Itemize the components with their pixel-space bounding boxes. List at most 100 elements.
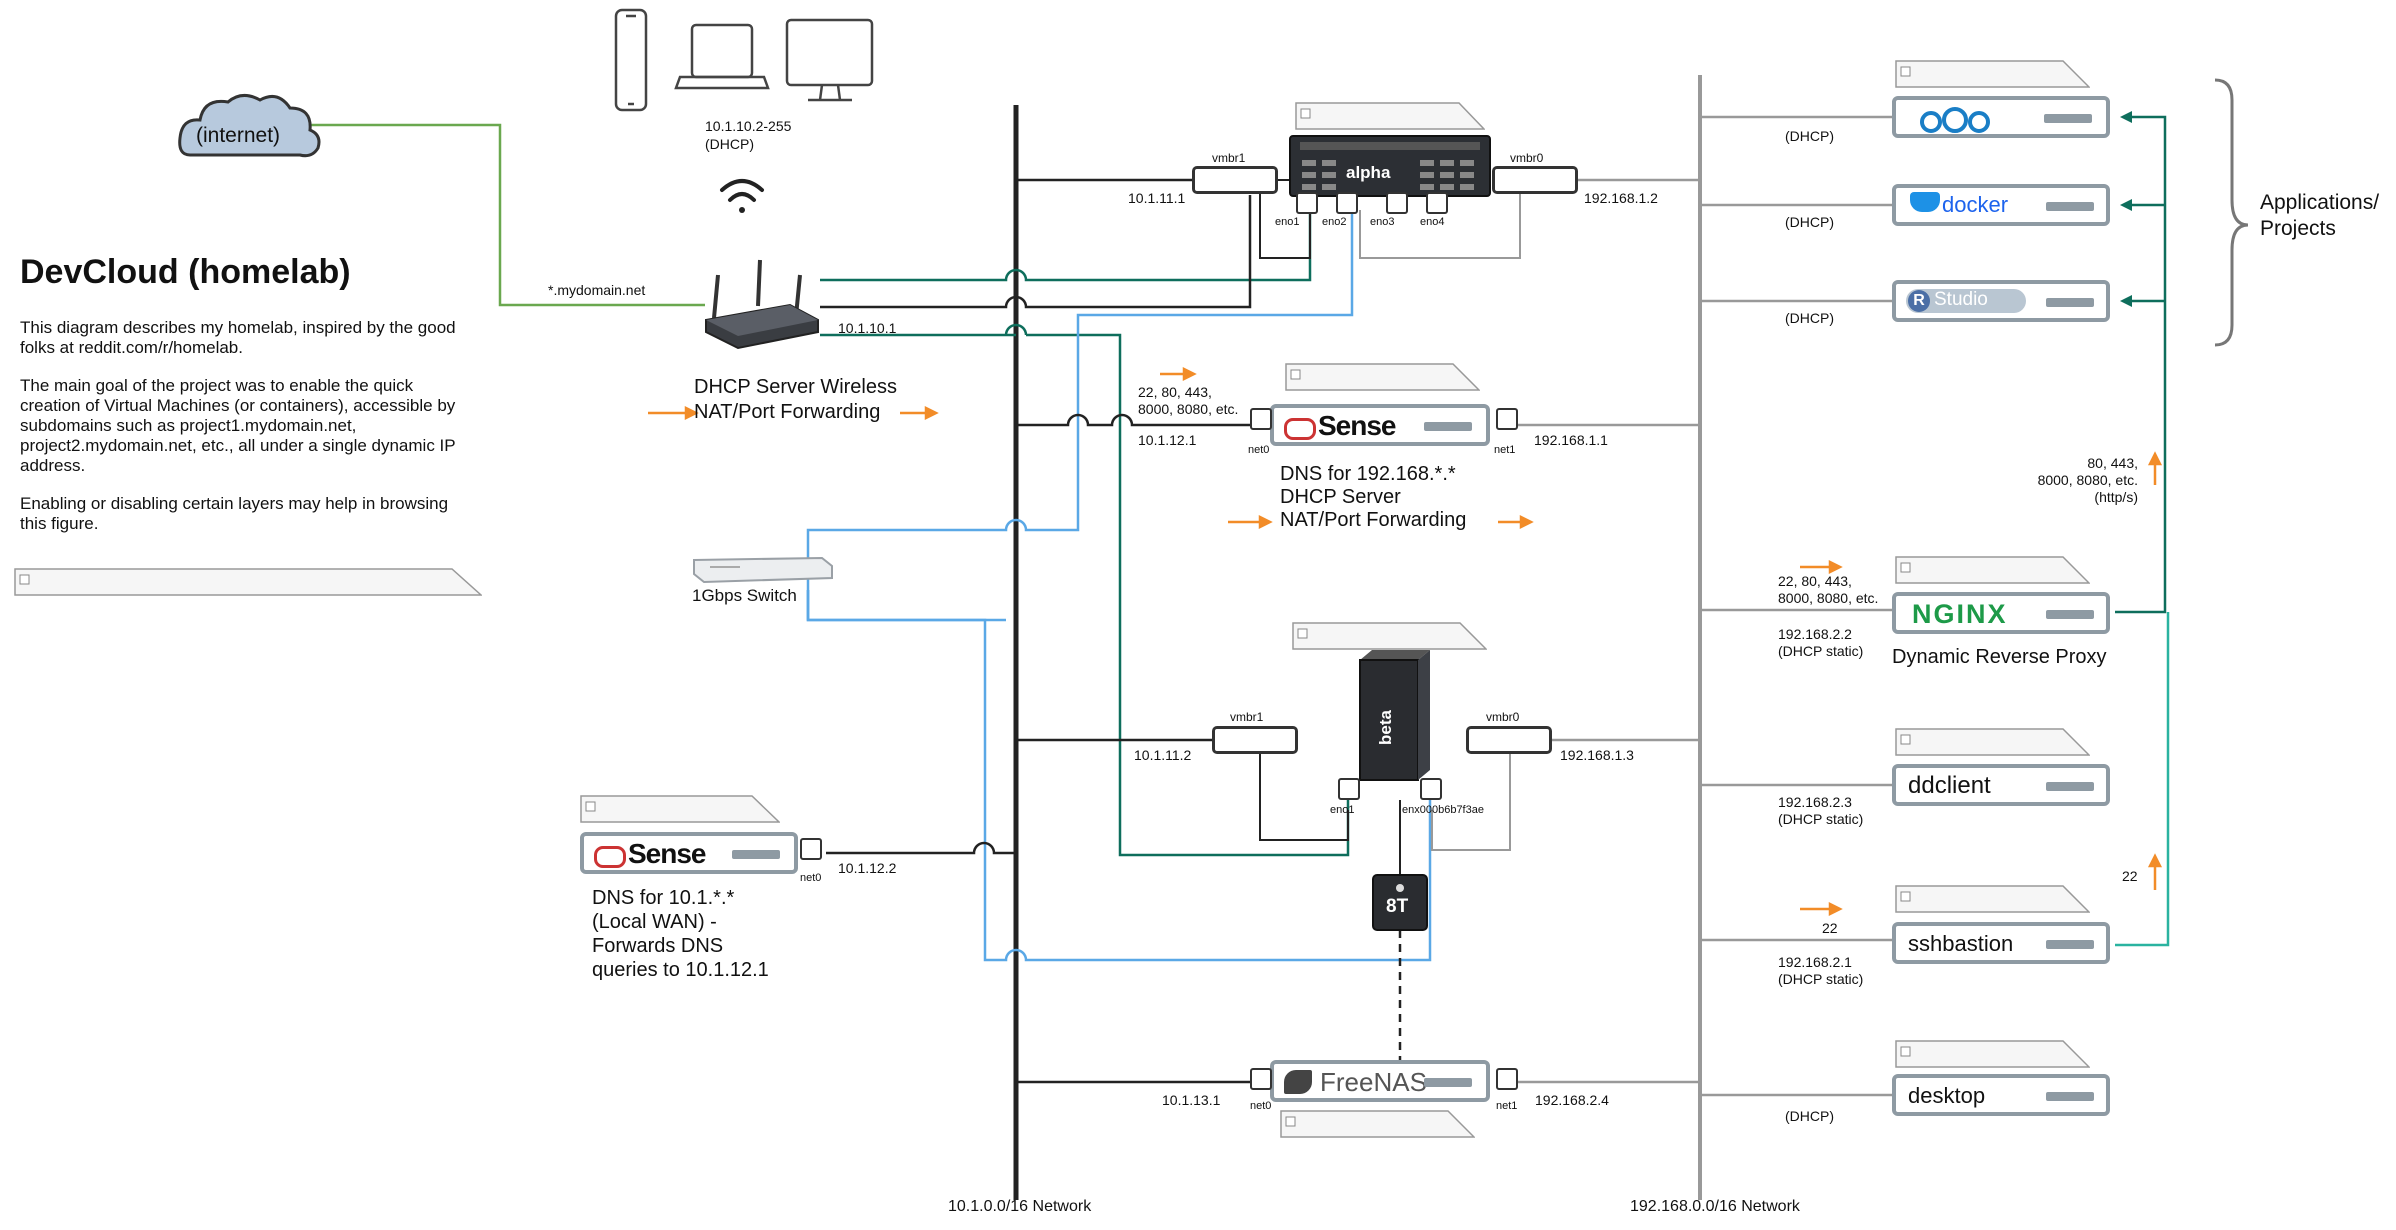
applications-brace	[2215, 80, 2248, 345]
layer-note[interactable]	[1292, 622, 1487, 650]
nginx-logo: NGINX	[1912, 599, 2008, 630]
pfsense-main-net0-port	[1250, 408, 1272, 430]
alpha-ip-right: 192.168.1.2	[1584, 190, 1658, 207]
internet-label: (internet)	[196, 124, 280, 148]
desktop-box[interactable]: desktop	[1892, 1074, 2110, 1116]
desktop-label: desktop	[1908, 1083, 1985, 1109]
disk-label: 8T	[1386, 896, 1408, 918]
freenas-box[interactable]: FreeNAS	[1270, 1060, 1490, 1102]
alpha-vmbr1-label: vmbr1	[1212, 150, 1245, 167]
alpha-port-label: eno2	[1322, 216, 1346, 228]
freenas-ip-right: 192.168.2.4	[1535, 1092, 1609, 1109]
router-label-1: DHCP Server Wireless	[694, 375, 897, 400]
sshbastion-side-port: 22	[2122, 868, 2138, 885]
alpha-vmbr0	[1492, 166, 1578, 194]
beta-port	[1420, 778, 1442, 800]
alpha-port-label: eno3	[1370, 216, 1394, 228]
pfsense-logo: Sense	[1318, 410, 1396, 442]
alpha-ip-left: 10.1.11.1	[1128, 190, 1185, 207]
layer-note[interactable]	[1295, 102, 1485, 130]
network-right-label: 192.168.0.0/16 Network	[1630, 1198, 1800, 1216]
alpha-name: alpha	[1346, 163, 1390, 183]
layer-note[interactable]	[1895, 60, 2090, 88]
ddclient-box[interactable]: ddclient	[1892, 764, 2110, 806]
sshbastion-label: sshbastion	[1908, 931, 2013, 957]
pfsense-main-ip-right: 192.168.1.1	[1534, 432, 1608, 449]
freenas-net0: net0	[1250, 1100, 1271, 1112]
pfsense-local-net0-port	[800, 838, 822, 860]
laptop-icon	[676, 25, 768, 88]
rstudio-r-icon: R	[1908, 290, 1930, 312]
switch-label: 1Gbps Switch	[692, 586, 797, 606]
layer-note[interactable]	[1895, 556, 2090, 584]
pfsense-logo: Sense	[628, 838, 706, 870]
layer-note[interactable]	[14, 568, 482, 596]
intro-paragraph: Enabling or disabling certain layers may…	[20, 494, 470, 534]
client-range: 10.1.10.2-255	[705, 118, 791, 135]
applications-label: Applications/ Projects	[2260, 190, 2379, 242]
pfsense-local-desc: DNS for 10.1.*.* (Local WAN) - Forwards …	[592, 886, 769, 982]
sshbastion-ports: 22	[1822, 920, 1838, 937]
nextcloud-addr: (DHCP)	[1785, 128, 1834, 145]
desktop-addr: (DHCP)	[1785, 1108, 1834, 1125]
pfsense-local-link	[826, 843, 1016, 853]
freenas-icon	[1284, 1070, 1312, 1094]
nginx-box[interactable]: NGINX	[1892, 592, 2110, 634]
domain-label: *.mydomain.net	[548, 282, 645, 299]
beta-vmbr0	[1466, 726, 1552, 754]
router-label-2: NAT/Port Forwarding	[694, 400, 880, 425]
gigabit-switch-icon	[694, 558, 832, 582]
rstudio-box[interactable]: R Studio	[1892, 280, 2110, 322]
pfsense-main-net1-port	[1496, 408, 1518, 430]
alpha-port	[1386, 192, 1408, 214]
router-icon	[706, 260, 818, 348]
alpha-port	[1426, 192, 1448, 214]
alpha-port-label: eno1	[1275, 216, 1299, 228]
layer-note[interactable]	[1895, 728, 2090, 756]
docker-logo: docker	[1942, 192, 2008, 218]
pfsense-main-desc-3: NAT/Port Forwarding	[1280, 508, 1466, 533]
layer-note[interactable]	[1280, 1110, 1475, 1138]
nginx-caption: Dynamic Reverse Proxy	[1892, 645, 2107, 670]
intro-paragraph: The main goal of the project was to enab…	[20, 376, 470, 476]
freenas-net1: net1	[1496, 1100, 1517, 1112]
freenas-ip-left: 10.1.13.1	[1162, 1092, 1220, 1109]
beta-port-right: enx000b6b7f3ae	[1402, 804, 1484, 816]
nginx-ports: 22, 80, 443, 8000, 8080, etc.	[1778, 573, 1878, 607]
freenas-net0-port	[1250, 1068, 1272, 1090]
beta-vmbr1	[1212, 726, 1298, 754]
layer-note[interactable]	[1895, 1040, 2090, 1068]
beta-vmbr0-label: vmbr0	[1486, 710, 1519, 724]
layer-note[interactable]	[580, 795, 780, 823]
pfsense-main-desc-2: DHCP Server	[1280, 485, 1401, 510]
freenas-net1-port	[1496, 1068, 1518, 1090]
beta-port	[1338, 778, 1360, 800]
pfsense-local-box[interactable]: Sense	[580, 832, 798, 874]
layer-note[interactable]	[1285, 363, 1480, 391]
router-ip: 10.1.10.1	[838, 320, 896, 337]
intro-paragraph: This diagram describes my homelab, inspi…	[20, 318, 470, 358]
sshbastion-addr: 192.168.2.1 (DHCP static)	[1778, 954, 1863, 988]
pf-logo-icon	[1284, 418, 1316, 440]
phone-icon	[616, 10, 646, 110]
sshbastion-box[interactable]: sshbastion	[1892, 922, 2110, 964]
client-mode: (DHCP)	[705, 136, 754, 153]
docker-addr: (DHCP)	[1785, 214, 1834, 231]
alpha-port-label: eno4	[1420, 216, 1444, 228]
freenas-logo: FreeNAS	[1320, 1067, 1427, 1098]
beta-name: beta	[1376, 710, 1396, 745]
pfsense-main-box[interactable]: Sense	[1270, 404, 1490, 446]
alpha-vmbr0-label: vmbr0	[1510, 150, 1543, 167]
layer-note[interactable]	[1895, 885, 2090, 913]
docker-box[interactable]: docker	[1892, 184, 2110, 226]
nginx-addr: 192.168.2.2 (DHCP static)	[1778, 626, 1863, 660]
beta-vmbr1-label: vmbr1	[1230, 710, 1263, 724]
pfsense-main-ip-left: 10.1.12.1	[1138, 432, 1196, 449]
monitor-icon	[787, 20, 872, 100]
rstudio-addr: (DHCP)	[1785, 310, 1834, 327]
network-left-label: 10.1.0.0/16 Network	[948, 1198, 1091, 1216]
beta-ip-left: 10.1.11.2	[1134, 747, 1191, 764]
nextcloud-box[interactable]	[1892, 96, 2110, 138]
rstudio-logo: Studio	[1934, 289, 1988, 311]
